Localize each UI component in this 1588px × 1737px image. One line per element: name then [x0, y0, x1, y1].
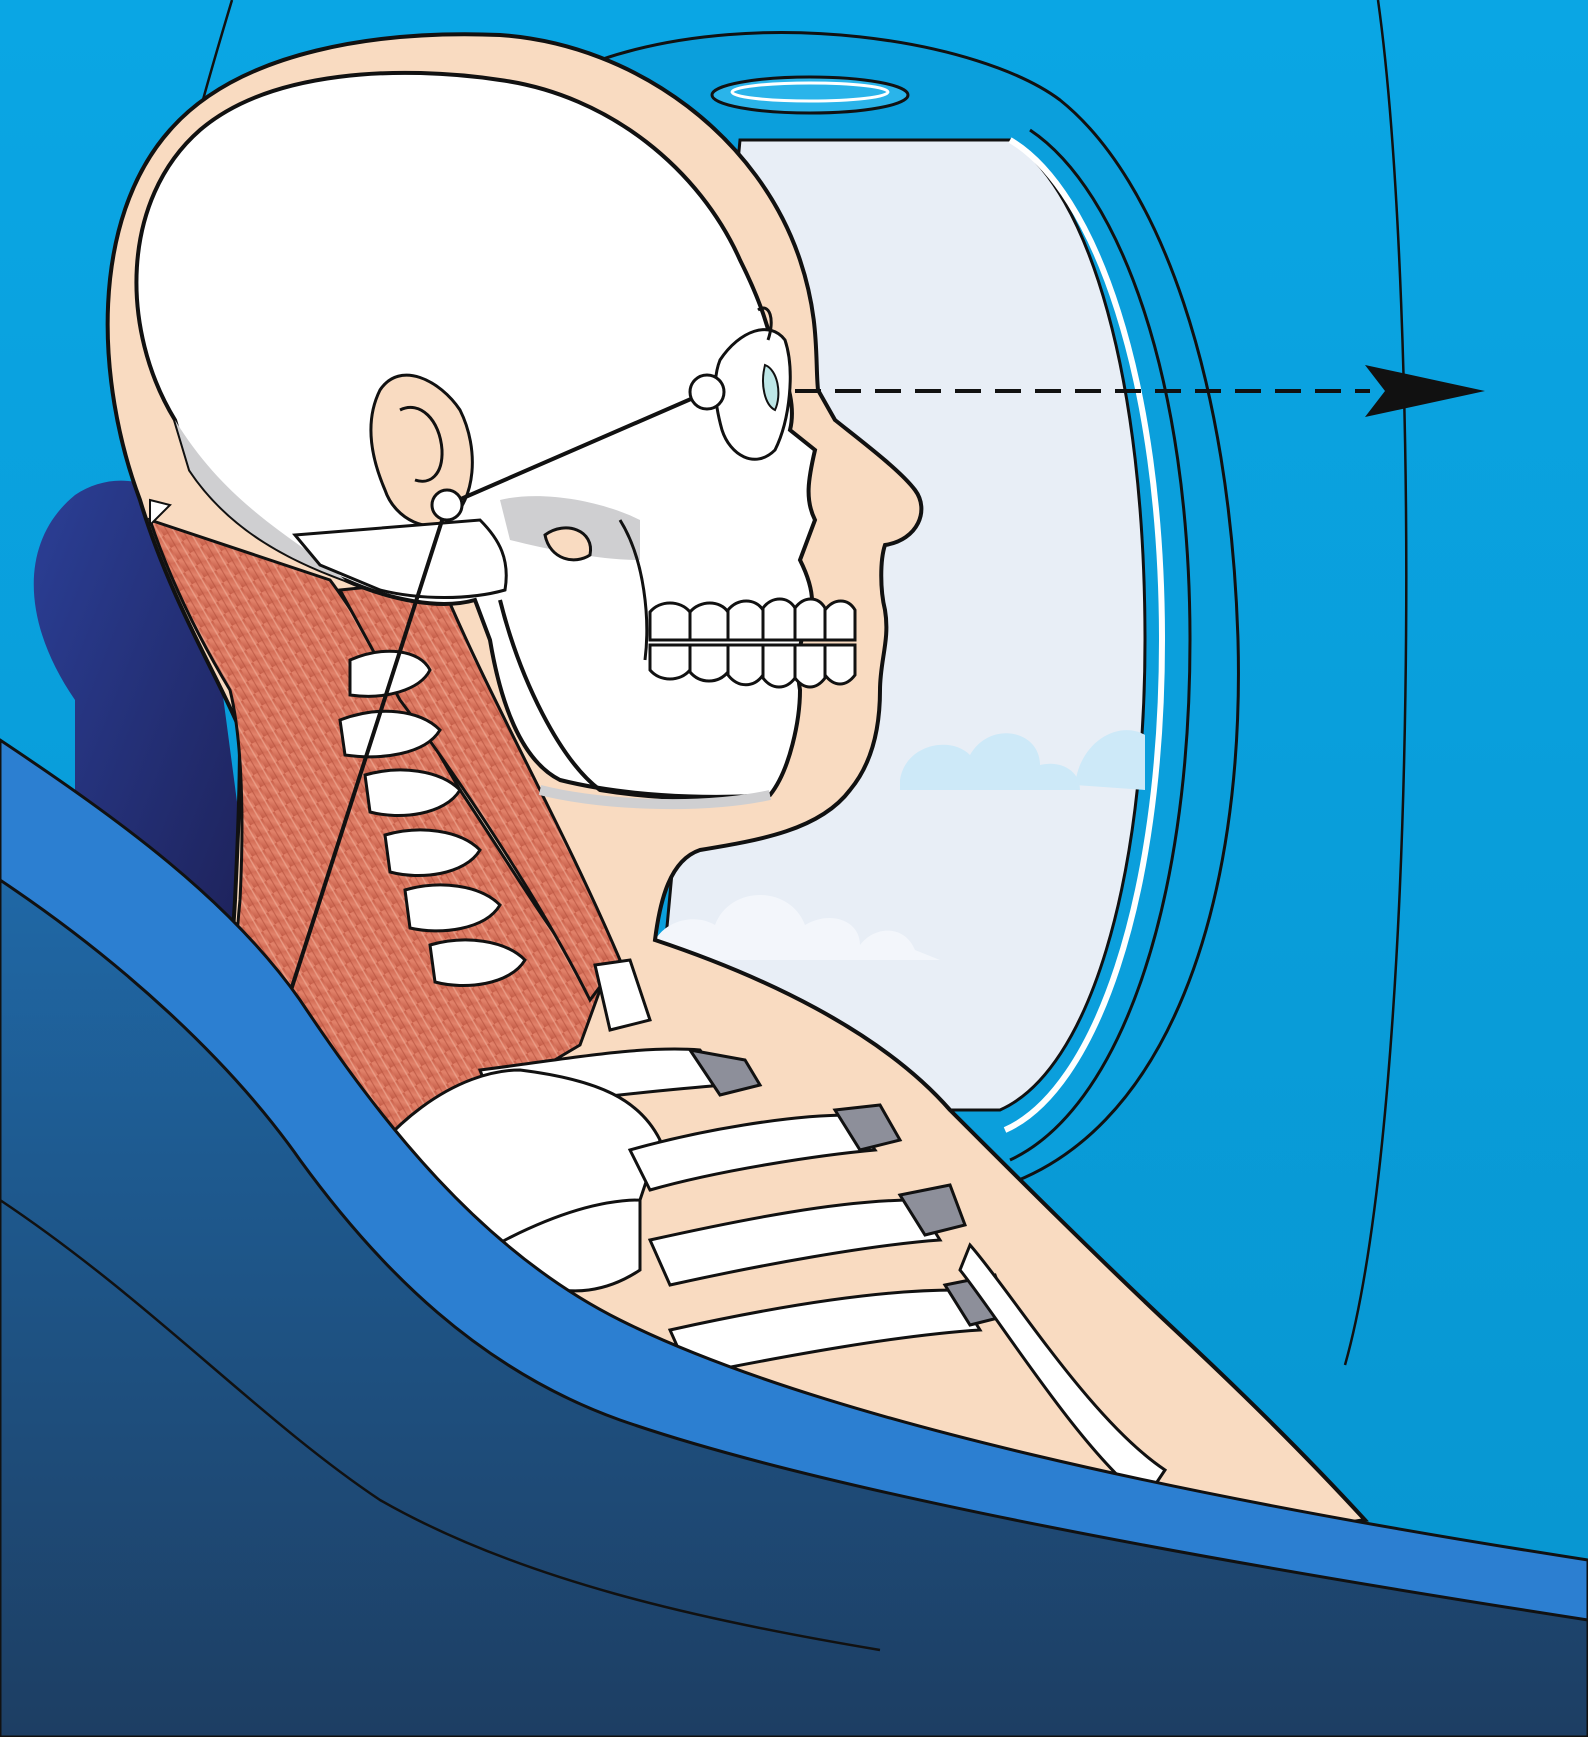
eye-joint-marker	[690, 375, 724, 409]
ear-joint-marker	[432, 490, 462, 520]
